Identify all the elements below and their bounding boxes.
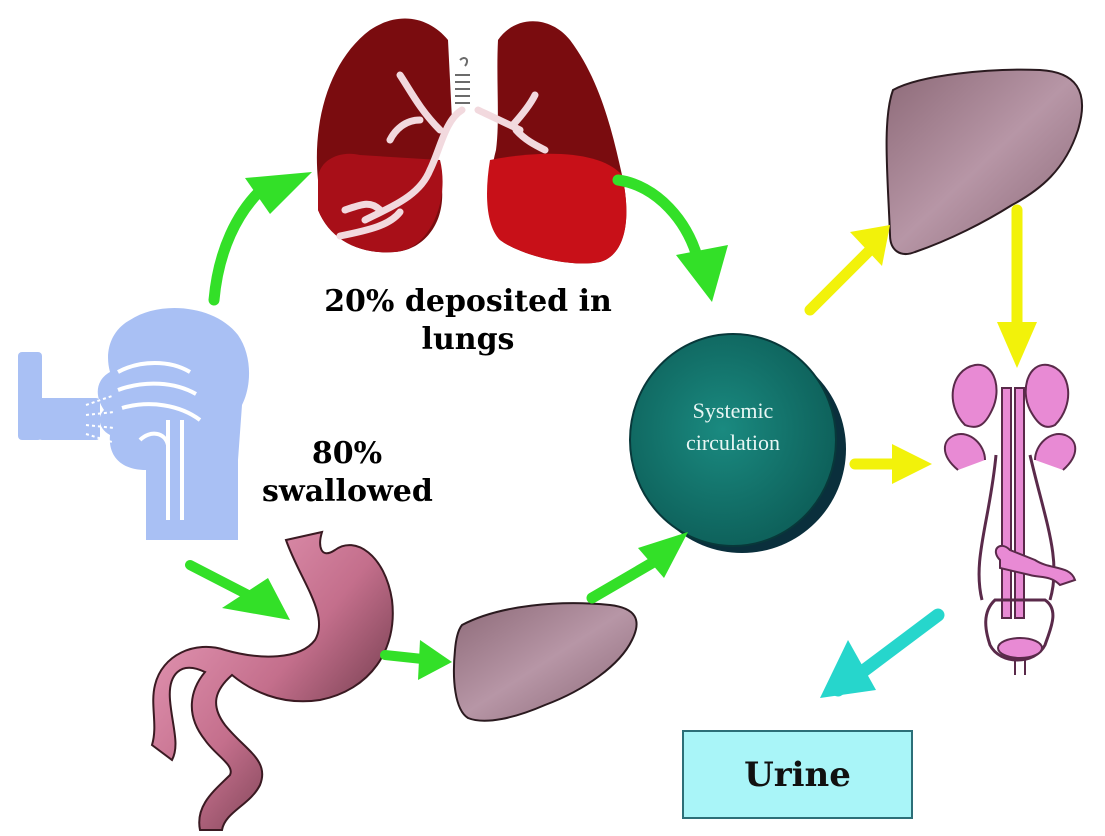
swallowed-label-line1: 80%	[262, 435, 432, 473]
lungs-label-line2: lungs	[318, 321, 618, 359]
swallowed-label: 80% swallowed	[262, 435, 432, 510]
arrow-circulation-to-kidneys	[855, 444, 932, 484]
liver-icon	[887, 70, 1083, 254]
arrow-liver-to-circulation	[592, 532, 688, 598]
arrow-circulation-to-liver	[810, 225, 890, 310]
circulation-label-line2: circulation	[638, 427, 828, 459]
systemic-circulation-label: Systemic circulation	[638, 395, 828, 459]
head-inhaler-icon	[18, 308, 249, 540]
arrow-liver-to-kidneys	[997, 210, 1037, 368]
arrow-head-to-lungs	[214, 172, 312, 300]
circulation-label-line1: Systemic	[638, 395, 828, 427]
urine-box: Urine	[682, 730, 913, 819]
swallowed-label-line2: swallowed	[262, 473, 432, 511]
arrow-stomach-to-liver	[385, 640, 452, 680]
lungs-label-line1: 20% deposited in	[318, 283, 618, 321]
arrow-lungs-to-circulation	[618, 180, 728, 302]
stomach-icon	[152, 532, 393, 830]
lungs-icon	[317, 19, 627, 264]
arrow-kidneys-to-urine	[820, 615, 938, 698]
inhaler-mouthpiece	[38, 398, 100, 440]
urine-label: Urine	[744, 755, 851, 795]
urinary-system-icon	[945, 365, 1075, 675]
liver-icon	[454, 603, 637, 721]
lungs-deposition-label: 20% deposited in lungs	[318, 283, 618, 358]
arrow-head-to-stomach	[190, 565, 290, 620]
